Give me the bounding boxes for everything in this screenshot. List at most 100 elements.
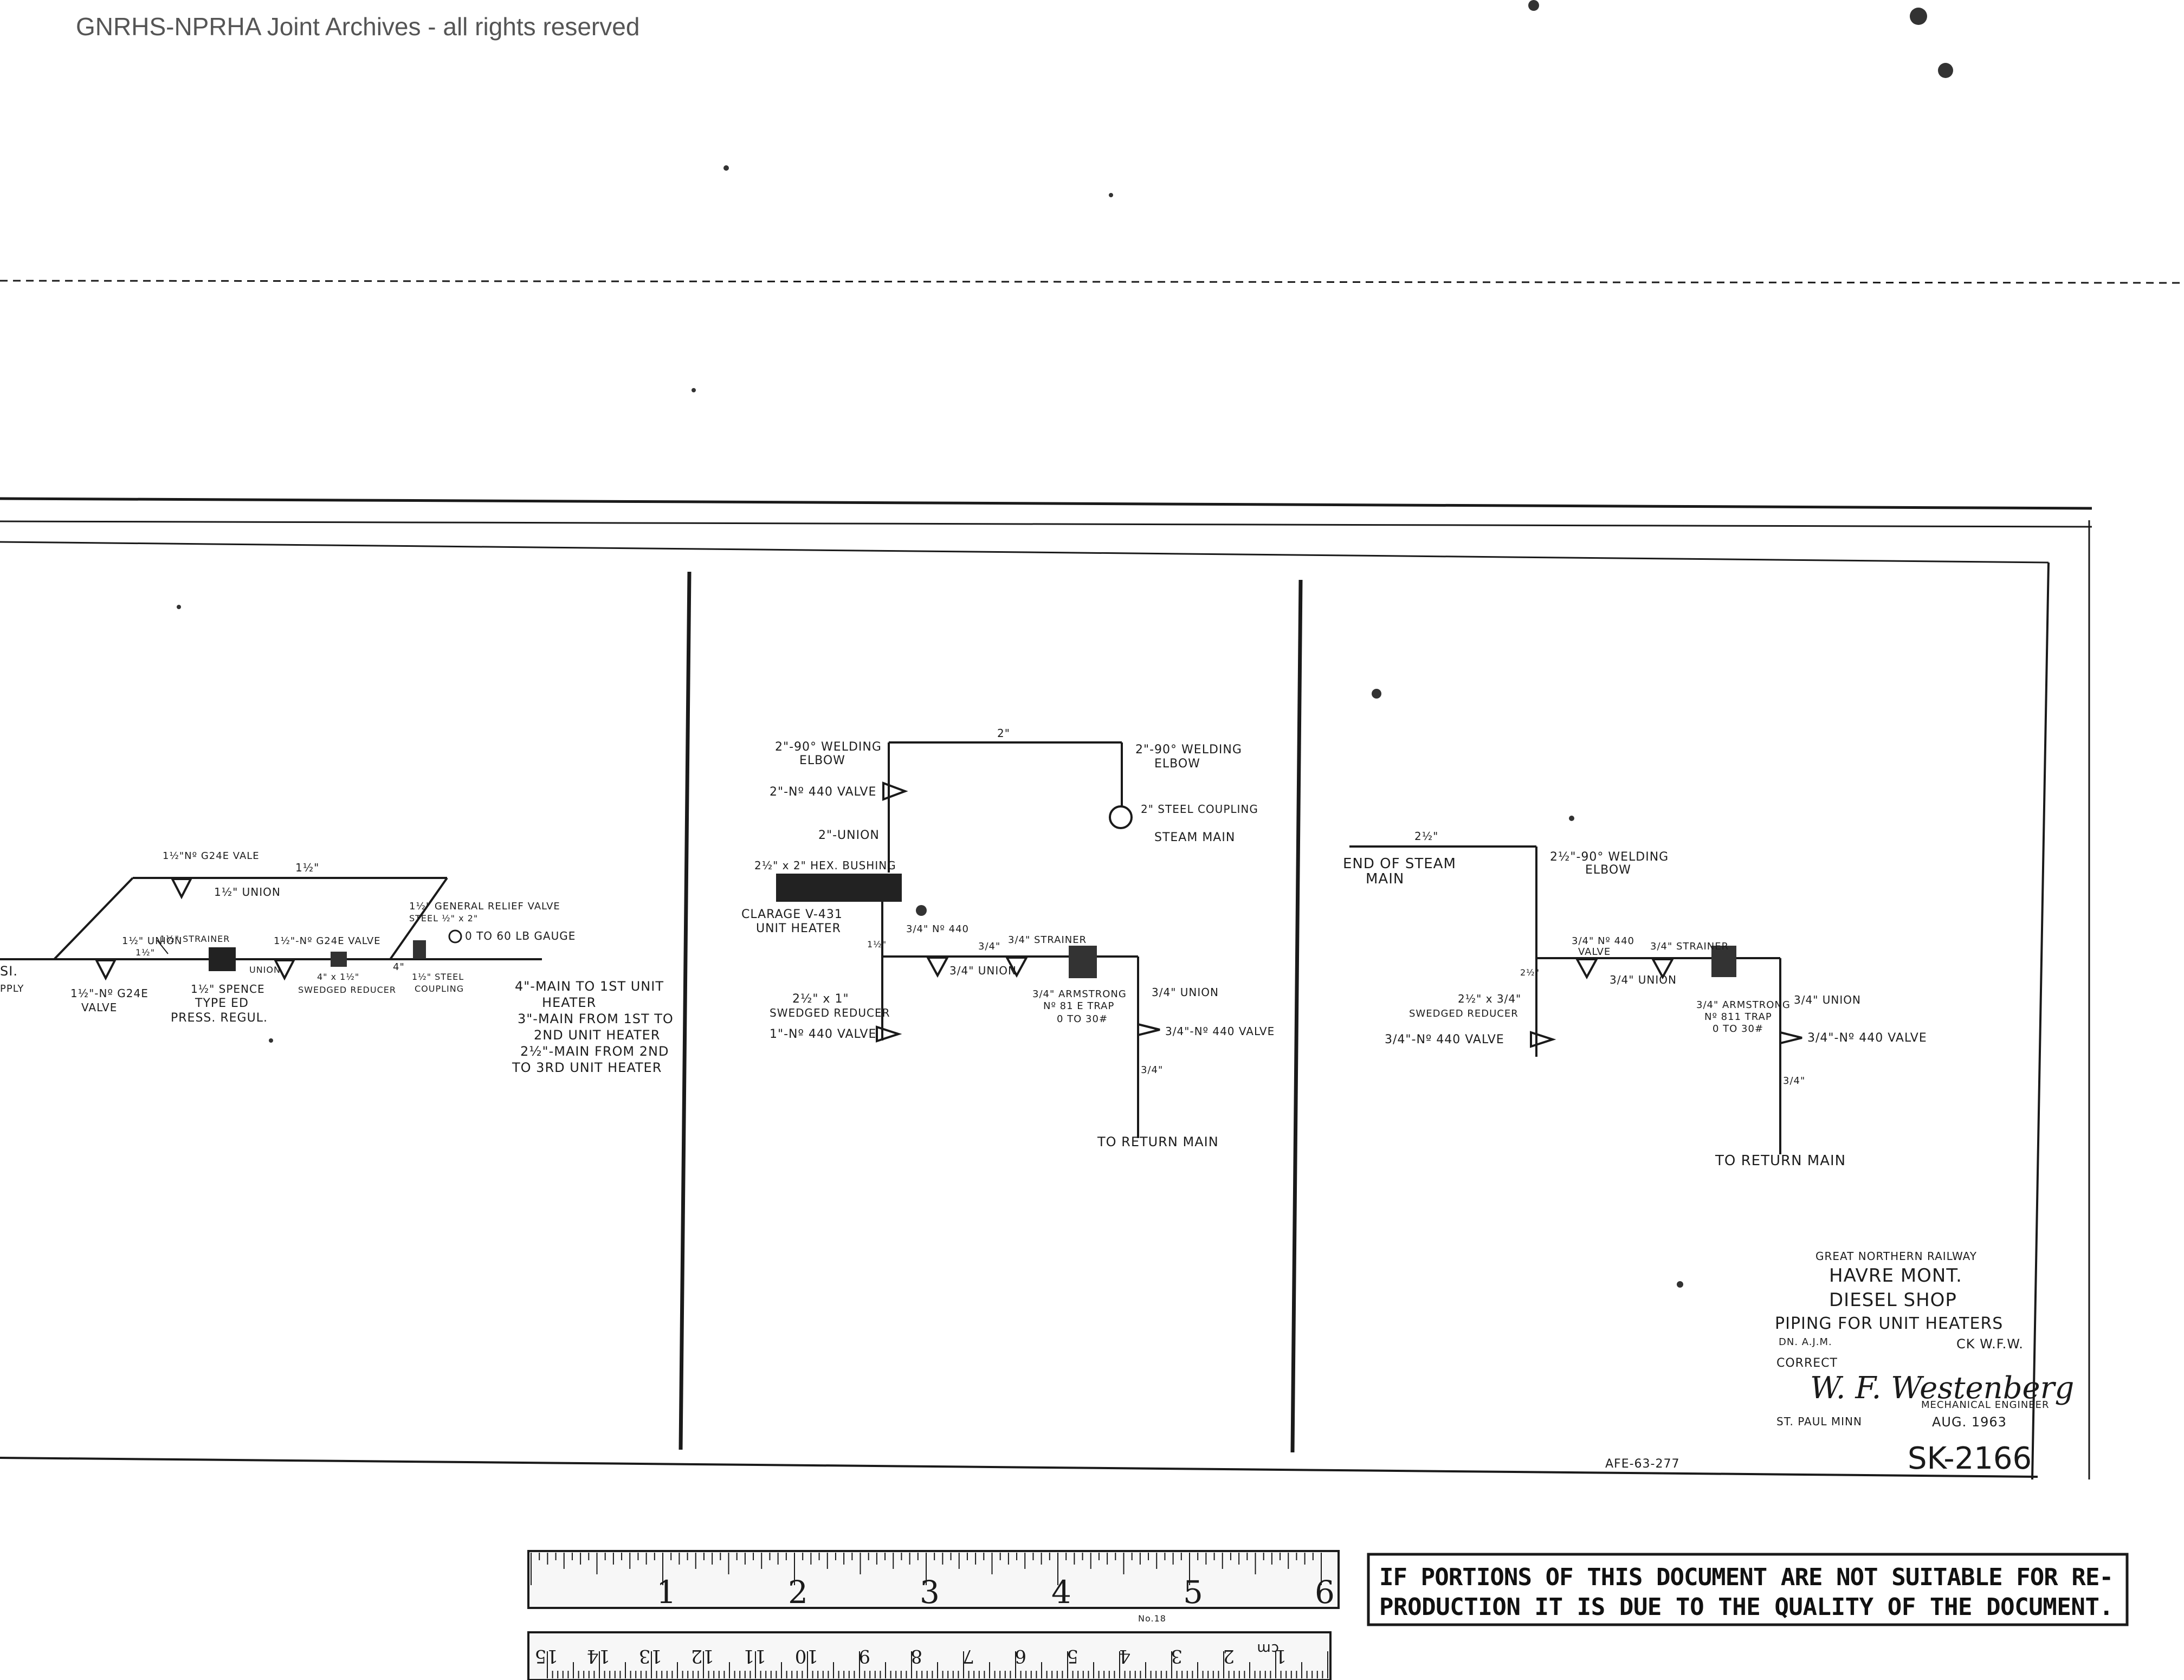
label-note-4: 2ND UNIT HEATER <box>534 1028 660 1043</box>
label-bypass-size: 1½" <box>295 861 319 874</box>
panel-mid-diagram: 2"-90° WELDING ELBOW 2" 2"-90° WELDING E… <box>741 727 1274 1149</box>
label-reducer-2: SWEDGED REDUCER <box>770 1006 890 1019</box>
border-bottom <box>0 1457 2038 1478</box>
label-reducer: SWEDGED REDUCER <box>298 985 396 995</box>
cm-unit-label: cm <box>1256 1640 1279 1657</box>
label-end-2: MAIN <box>1366 871 1404 887</box>
title-city: ST. PAUL MINN <box>1776 1415 1862 1428</box>
title-ck: CK W.F.W. <box>1956 1336 2024 1352</box>
label-steam-main: STEAM MAIN <box>1154 831 1235 844</box>
title-date: AUG. 1963 <box>1932 1414 2007 1430</box>
cm-ticks <box>547 1651 1328 1678</box>
border-top-inner <box>0 520 2092 528</box>
label-reducer-1: 2½" x 1" <box>792 992 849 1006</box>
label-valve-2: VALVE <box>1578 946 1611 958</box>
gauge-symbol <box>448 929 462 944</box>
label-regulator-3: PRESS. REGUL. <box>171 1011 268 1025</box>
border-inner-top <box>0 541 2049 564</box>
label-reducer-size: 4" x 1½" <box>317 972 359 982</box>
label-relief-valve: 1½" GENERAL RELIEF VALVE <box>409 901 560 912</box>
valve-a-symbol <box>94 959 117 981</box>
valve-return-symbol <box>1779 1031 1802 1045</box>
inch-label: 3 <box>920 1574 940 1611</box>
sheet-number: SK-2166 <box>1908 1441 2032 1476</box>
title-line-1: HAVRE MONT. <box>1829 1265 1962 1287</box>
cm-label: 15 <box>535 1645 558 1667</box>
scan-streak <box>0 280 2184 284</box>
label-trap-3: 0 TO 30# <box>1057 1013 1108 1025</box>
signature: W. F. Westenberg <box>1810 1371 2074 1406</box>
label-trap-2: Nº 81 E TRAP <box>1043 1000 1114 1012</box>
inch-ticks <box>531 1553 1322 1585</box>
inch-label: 4 <box>1051 1574 1071 1611</box>
label-bushing: 2½" x 2" HEX. BUSHING <box>754 859 896 872</box>
unit-heater-symbol <box>776 874 902 902</box>
cm-label: 9 <box>858 1645 870 1667</box>
label-top-size: 2" <box>997 727 1010 740</box>
label-union-34: 3/4" UNION <box>949 964 1017 977</box>
label-supply: SI. <box>0 964 18 979</box>
valve-bottom-symbol <box>1530 1031 1556 1048</box>
label-valve-bottom: 3/4"-Nº 440 VALVE <box>1385 1033 1504 1046</box>
label-top-size: 2½" <box>1414 830 1438 843</box>
label-union-b: UNION <box>249 965 281 975</box>
label-elbow-1: 2½"-90° WELDING <box>1550 850 1669 864</box>
label-valve-b: 1½"-Nº G24E VALVE <box>274 935 381 947</box>
label-size-r: 3/4" <box>1783 1075 1805 1087</box>
label-coupling-1: 1½" STEEL <box>412 972 464 982</box>
label-end-1: END OF STEAM <box>1343 856 1456 872</box>
cm-label: 6 <box>1015 1645 1026 1667</box>
label-coupling-2: COUPLING <box>415 984 464 994</box>
label-valve-1: 3/4" Nº 440 <box>1572 935 1634 947</box>
regulator-symbol <box>209 947 236 971</box>
label-return: TO RETURN MAIN <box>1715 1153 1846 1169</box>
notice-line-1: IF PORTIONS OF THIS DOCUMENT ARE NOT SUI… <box>1379 1563 2114 1591</box>
inch-label: 1 <box>656 1574 676 1611</box>
label-reducer-1: 2½" x 3/4" <box>1458 992 1521 1005</box>
title-line-2: DIESEL SHOP <box>1829 1289 1957 1311</box>
steam-main-symbol <box>1109 805 1133 829</box>
label-coupling: 2" STEEL COUPLING <box>1141 803 1258 816</box>
label-valve-r: 3/4"-Nº 440 VALVE <box>1807 1031 1927 1045</box>
title-correct: CORRECT <box>1776 1356 1838 1370</box>
notice-box <box>1367 1553 2129 1626</box>
relief-valve-symbol <box>413 940 426 959</box>
label-trap-3: 0 TO 30# <box>1713 1023 1763 1035</box>
cm-label: 8 <box>910 1645 922 1667</box>
bypass-riser-right <box>389 877 448 960</box>
label-reducer-2: SWEDGED REDUCER <box>1409 1008 1519 1019</box>
trap-symbol <box>1069 946 1097 978</box>
cm-label: 7 <box>962 1645 974 1667</box>
label-size-mid: 1½" <box>867 939 887 949</box>
label-valve-mid: 3/4" Nº 440 <box>906 923 969 935</box>
label-union-r: 3/4" UNION <box>1794 993 1861 1006</box>
label-gauge: 0 TO 60 LB GAUGE <box>465 929 576 942</box>
valve-top-symbol <box>882 781 908 801</box>
valve-return-symbol <box>1137 1023 1160 1037</box>
label-note-6: TO 3RD UNIT HEATER <box>512 1060 662 1075</box>
label-regulator-1: 1½" SPENCE <box>191 983 265 996</box>
bypass-riser-left <box>53 877 134 960</box>
cm-label: 13 <box>639 1645 662 1667</box>
label-trap-1: 3/4" ARMSTRONG <box>1032 988 1127 1000</box>
divider-2 <box>1290 579 1303 1453</box>
valve-1-symbol <box>1575 958 1599 980</box>
title-dn: DN. A.J.M. <box>1779 1336 1832 1348</box>
cm-label: 14 <box>587 1645 610 1667</box>
label-relief-sub: STEEL ½" x 2" <box>409 913 478 923</box>
cm-label: 10 <box>795 1645 818 1667</box>
inch-ruler-body <box>527 1550 1340 1609</box>
label-valve-a: 1½"-Nº G24E <box>70 987 148 1000</box>
cm-label: 11 <box>743 1645 766 1667</box>
label-elbow-right-2: ELBOW <box>1154 757 1200 771</box>
title-afe: AFE-63-277 <box>1605 1457 1679 1471</box>
label-note-1: 4"-MAIN TO 1ST UNIT <box>515 979 664 994</box>
label-note-3: 3"-MAIN FROM 1ST TO <box>518 1011 674 1026</box>
border-inner-right <box>2031 562 2050 1480</box>
panel-right-diagram: END OF STEAM MAIN 2½" 2½"-90° WELDING EL… <box>1343 830 1927 1169</box>
label-union: 2"-UNION <box>818 829 880 842</box>
reducer-symbol <box>331 952 347 967</box>
label-strainer: 3/4" STRAINER <box>1008 934 1087 946</box>
